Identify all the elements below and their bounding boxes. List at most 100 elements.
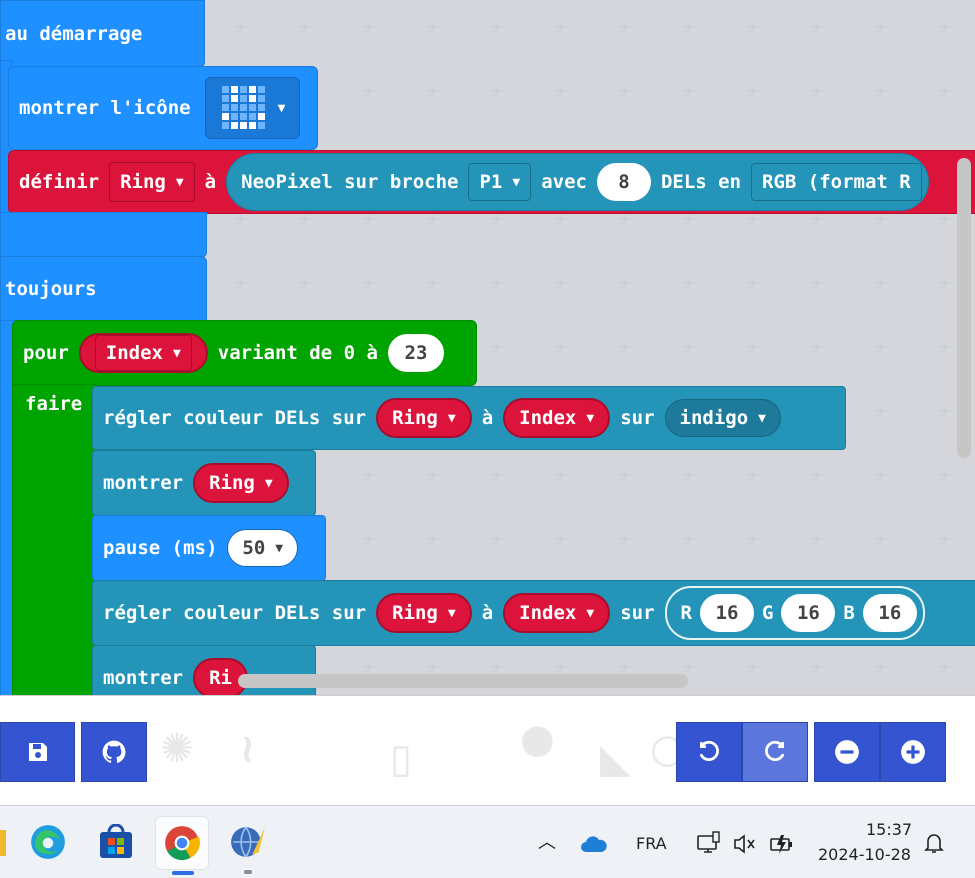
- ring-variable-pill[interactable]: Ring▼: [376, 398, 472, 438]
- b-value-input[interactable]: 16: [862, 594, 917, 632]
- show-ring-block-1[interactable]: montrer Ring▼: [92, 450, 316, 516]
- format-label: RGB (format R: [762, 171, 911, 193]
- grid-plus-icon: +: [363, 467, 375, 483]
- color-label: indigo: [679, 407, 749, 429]
- forever-label: toujours: [5, 278, 97, 300]
- blocks-workspace[interactable]: ++++++++++++++++++++++++++++++++++++++++…: [0, 0, 975, 695]
- color-dropdown[interactable]: indigo▼: [664, 399, 781, 437]
- grid-plus-icon: +: [235, 19, 247, 35]
- edge-app-button[interactable]: [22, 816, 74, 868]
- led-count-input[interactable]: 8: [596, 163, 651, 201]
- store-app-button[interactable]: [90, 816, 142, 868]
- set-ring-block[interactable]: définir Ring▼ à NeoPixel sur broche P1▼ …: [8, 150, 975, 214]
- index-variable-pill[interactable]: Index▼: [503, 398, 611, 438]
- ring-variable-dropdown[interactable]: Ring▼: [109, 162, 195, 202]
- pause-block[interactable]: pause (ms) 50▼: [92, 515, 326, 581]
- grid-plus-icon: +: [491, 211, 503, 227]
- chevron-down-icon: ▼: [275, 540, 284, 556]
- g-value-input[interactable]: 16: [781, 594, 836, 632]
- on-start-block[interactable]: au démarrage: [0, 0, 205, 68]
- pin-dropdown[interactable]: P1▼: [468, 163, 532, 201]
- grid-plus-icon: +: [875, 83, 887, 99]
- battery-charging-icon[interactable]: [768, 832, 796, 856]
- grid-plus-icon: +: [619, 83, 631, 99]
- chevron-down-icon: ▼: [264, 475, 273, 491]
- loop-end-input[interactable]: 23: [387, 334, 444, 372]
- grid-plus-icon: +: [555, 339, 567, 355]
- grid-plus-icon: +: [555, 275, 567, 291]
- grid-plus-icon: +: [939, 275, 951, 291]
- muted-speaker-icon[interactable]: [732, 832, 758, 856]
- ring-variable-pill[interactable]: Ring▼: [193, 463, 289, 503]
- grid-plus-icon: +: [811, 659, 823, 675]
- grid-plus-icon: +: [427, 531, 439, 547]
- show-label: montrer: [103, 667, 184, 689]
- ring-variable-label: Ri: [209, 667, 232, 689]
- index-variable-dropdown[interactable]: Index▼: [78, 333, 208, 373]
- notification-bell-icon[interactable]: [922, 831, 946, 855]
- ring-variable-label: Ring: [392, 407, 438, 429]
- grid-plus-icon: +: [683, 211, 695, 227]
- redo-button[interactable]: [742, 722, 808, 782]
- grid-plus-icon: +: [363, 211, 375, 227]
- language-indicator[interactable]: FRA: [636, 834, 667, 853]
- zoom-out-button[interactable]: [814, 722, 880, 782]
- pause-value-dropdown[interactable]: 50▼: [227, 529, 299, 567]
- github-button[interactable]: [81, 722, 147, 782]
- r-label: R: [680, 602, 692, 624]
- grid-plus-icon: +: [811, 339, 823, 355]
- network-icon[interactable]: [696, 830, 722, 856]
- chevron-down-icon: ▼: [512, 174, 521, 190]
- r-value-input[interactable]: 16: [699, 594, 754, 632]
- decorative-shape-icon: ◣: [600, 736, 631, 782]
- grid-plus-icon: +: [875, 19, 887, 35]
- grid-plus-icon: +: [299, 275, 311, 291]
- folder-app-icon[interactable]: [0, 830, 6, 856]
- grid-plus-icon: +: [939, 403, 951, 419]
- set-pixel-color-block-2[interactable]: régler couleur DELs sur Ring▼ à Index▼ s…: [92, 580, 975, 646]
- grid-plus-icon: +: [683, 19, 695, 35]
- set-label: définir: [19, 171, 100, 193]
- grid-plus-icon: +: [683, 531, 695, 547]
- vertical-scrollbar[interactable]: [957, 158, 971, 458]
- grid-plus-icon: +: [875, 467, 887, 483]
- for-loop-spine: faire: [12, 384, 96, 695]
- to-label: à: [204, 171, 217, 193]
- set-pixel-color-block-1[interactable]: régler couleur DELs sur Ring▼ à Index▼ s…: [92, 386, 846, 450]
- chrome-app-button[interactable]: [155, 816, 209, 875]
- b-label: B: [843, 602, 855, 624]
- index-variable-pill[interactable]: Index▼: [503, 593, 611, 633]
- show-icon-block[interactable]: montrer l'icône ▼: [8, 66, 318, 150]
- windows-taskbar: ︿ FRA 15:37 2024-10-28: [0, 805, 975, 878]
- grid-plus-icon: +: [619, 659, 631, 675]
- ring-variable-label: Ring: [120, 171, 166, 193]
- microsoft-store-icon: [100, 824, 132, 858]
- grid-plus-icon: +: [491, 467, 503, 483]
- save-button[interactable]: [0, 722, 75, 782]
- grid-plus-icon: +: [491, 83, 503, 99]
- grid-plus-icon: +: [555, 531, 567, 547]
- for-loop-block[interactable]: pour Index▼ variant de 0 à 23: [12, 320, 477, 386]
- globe-feather-icon: [231, 826, 265, 858]
- grid-plus-icon: +: [747, 211, 759, 227]
- onedrive-icon[interactable]: [580, 834, 608, 854]
- ring-variable-pill[interactable]: Ring▼: [376, 593, 472, 633]
- ring-variable-pill-partial[interactable]: Ri: [193, 658, 248, 695]
- globe-app-button[interactable]: [222, 816, 274, 874]
- forever-block[interactable]: toujours: [0, 256, 207, 322]
- clock-time[interactable]: 15:37: [866, 820, 913, 839]
- grid-plus-icon: +: [747, 339, 759, 355]
- icon-picker[interactable]: ▼: [204, 77, 301, 139]
- rgb-block[interactable]: R 16 G 16 B 16: [664, 586, 925, 640]
- chevron-up-icon[interactable]: ︿: [538, 832, 556, 853]
- zoom-in-button[interactable]: [880, 722, 946, 782]
- horizontal-scrollbar[interactable]: [238, 674, 688, 688]
- do-label: faire: [25, 393, 83, 415]
- format-dropdown[interactable]: RGB (format R: [751, 163, 922, 201]
- undo-button[interactable]: [676, 722, 742, 782]
- grid-plus-icon: +: [619, 467, 631, 483]
- grid-plus-icon: +: [747, 531, 759, 547]
- neopixel-create-block[interactable]: NeoPixel sur broche P1▼ avec 8 DELs en R…: [226, 153, 929, 211]
- chevron-down-icon: ▼: [172, 345, 181, 361]
- clock-date[interactable]: 2024-10-28: [818, 845, 911, 864]
